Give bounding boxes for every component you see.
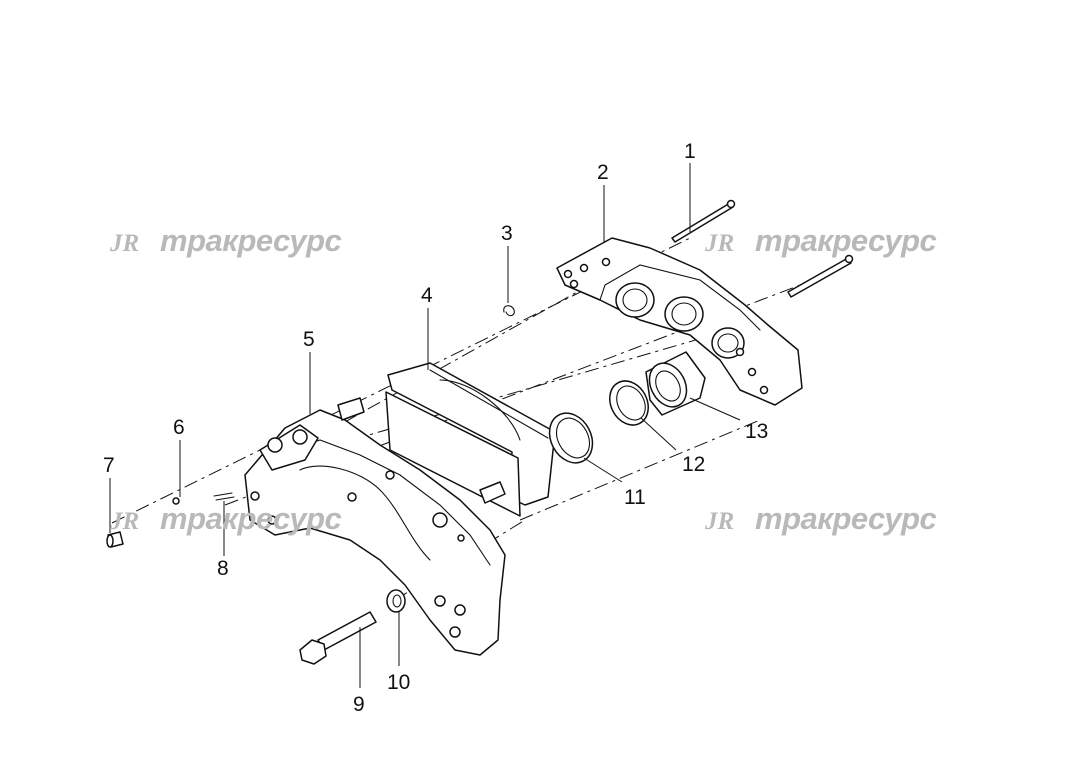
callout-12: 12 bbox=[682, 453, 705, 476]
callout-10: 10 bbox=[387, 671, 410, 694]
watermark-top-right: JR тракресурс bbox=[704, 223, 937, 258]
callout-7: 7 bbox=[103, 454, 115, 477]
callout-13: 13 bbox=[745, 420, 768, 443]
part-4-brake-pads bbox=[385, 362, 556, 517]
part-13-piston bbox=[645, 351, 706, 416]
watermark-bottom-left: JR тракресурс bbox=[109, 501, 342, 536]
watermark-top-left: JR тракресурс bbox=[109, 223, 342, 258]
part-12-seal bbox=[609, 380, 649, 426]
callout-8: 8 bbox=[217, 557, 229, 580]
part-10-washer bbox=[386, 589, 406, 613]
svg-text:JR: JR bbox=[109, 230, 139, 257]
svg-text:JR: JR bbox=[704, 230, 734, 257]
callout-9: 9 bbox=[353, 693, 365, 716]
part-1-bolts bbox=[671, 199, 854, 298]
callout-1: 1 bbox=[684, 140, 696, 163]
part-6-ball bbox=[172, 497, 180, 505]
svg-text:JR: JR bbox=[109, 508, 139, 535]
part-7-bleed-screw bbox=[106, 531, 124, 548]
callout-6: 6 bbox=[173, 416, 185, 439]
callout-4: 4 bbox=[421, 284, 433, 307]
part-3-clip bbox=[503, 305, 515, 317]
callout-11: 11 bbox=[624, 486, 646, 509]
part-11-seal bbox=[548, 412, 594, 464]
part-5-carrier bbox=[244, 397, 506, 656]
part-8-pin bbox=[213, 492, 235, 501]
svg-text:тракресурс: тракресурс bbox=[755, 223, 937, 258]
svg-text:JR: JR bbox=[704, 508, 734, 535]
callout-2: 2 bbox=[597, 161, 609, 184]
watermark-bottom-right: JR тракресурс bbox=[704, 501, 937, 536]
part-2-caliper-housing bbox=[556, 237, 803, 406]
leader-lines bbox=[109, 163, 741, 688]
svg-text:тракресурс: тракресурс bbox=[755, 501, 937, 536]
callout-5: 5 bbox=[303, 328, 315, 351]
callout-3: 3 bbox=[501, 222, 513, 245]
callout-labels: 1 2 3 4 5 6 7 8 9 10 11 12 13 bbox=[103, 140, 768, 716]
svg-text:тракресурс: тракресурс bbox=[160, 501, 342, 536]
part-9-bolt bbox=[299, 611, 377, 665]
svg-text:тракресурс: тракресурс bbox=[160, 223, 342, 258]
